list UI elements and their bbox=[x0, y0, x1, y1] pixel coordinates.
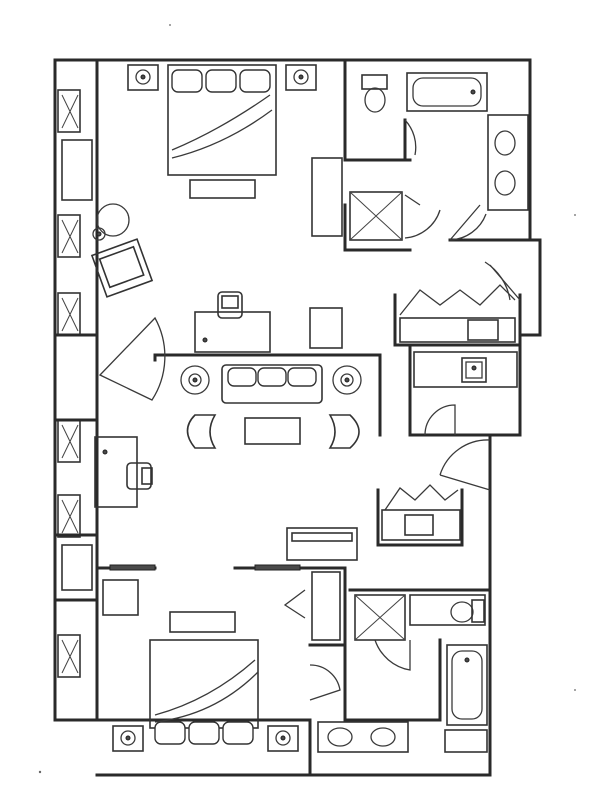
double-vanity-lower bbox=[317, 721, 409, 753]
coffee-table bbox=[244, 417, 301, 445]
double-vanity-upper bbox=[487, 114, 529, 211]
sofa bbox=[221, 364, 323, 404]
nightstand-lamp-left-lower bbox=[112, 725, 144, 752]
living-room bbox=[94, 316, 382, 508]
toilet-lower bbox=[409, 594, 486, 626]
toilet-upper bbox=[361, 74, 388, 113]
side-cabinet-upper bbox=[309, 307, 343, 349]
desk-living bbox=[94, 436, 153, 508]
entry-hall-upper bbox=[393, 238, 542, 347]
sink bbox=[461, 357, 487, 383]
master-bedroom-upper bbox=[90, 58, 382, 357]
club-chair-right bbox=[328, 414, 360, 449]
end-table-lamp-right bbox=[332, 365, 362, 395]
bath-upper bbox=[343, 58, 542, 252]
shower-stall-upper bbox=[349, 191, 403, 241]
nightstand-lamp-right-upper bbox=[285, 64, 317, 91]
bathtub-lower bbox=[446, 644, 488, 726]
bathtub-upper bbox=[406, 72, 488, 112]
king-bed-lower bbox=[149, 611, 259, 745]
desk-upper bbox=[194, 291, 271, 353]
cabinet-lower bbox=[102, 579, 139, 616]
club-chair-left bbox=[186, 414, 217, 449]
entry-hall-lower bbox=[376, 433, 492, 777]
armchair-upper bbox=[90, 203, 154, 298]
end-table-lamp-left bbox=[180, 365, 210, 395]
tv-console-lower bbox=[286, 527, 358, 561]
king-bed-upper bbox=[167, 64, 277, 199]
kitchenette bbox=[408, 343, 522, 437]
shower-stall-lower bbox=[354, 594, 406, 641]
nightstand-lamp-right-lower bbox=[267, 725, 299, 752]
nightstand-lamp-left-upper bbox=[127, 64, 159, 91]
exterior-wall-left bbox=[53, 58, 99, 722]
master-bedroom-lower bbox=[95, 527, 358, 777]
bath-lower bbox=[308, 588, 492, 777]
dresser-upper bbox=[311, 157, 343, 237]
scan-artifacts bbox=[38, 24, 576, 774]
